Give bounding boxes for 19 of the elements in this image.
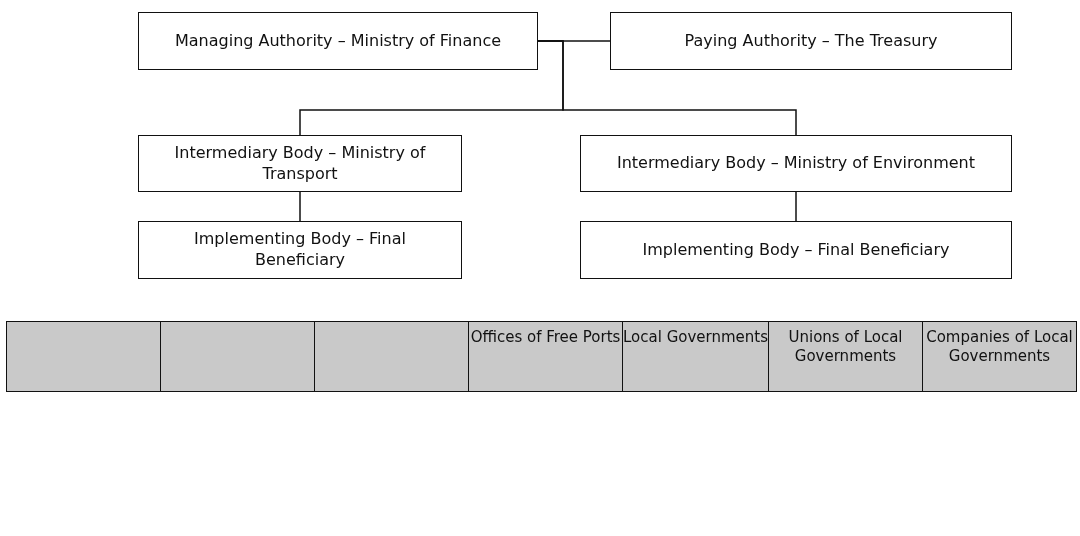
connector-line — [795, 191, 797, 222]
box-text: Intermediary Body – Ministry of Transport — [173, 142, 427, 185]
org-box — [138, 12, 538, 70]
box-text: Paying Authority – The Treasury — [683, 30, 939, 52]
connector-line — [537, 40, 797, 136]
box-text: Intermediary Body – Ministry of Environment — [615, 153, 977, 174]
org-box — [138, 221, 462, 279]
box-text: Implementing Body – Final Beneficiary — [641, 239, 951, 261]
org-box — [138, 135, 462, 192]
org-box — [610, 12, 1012, 70]
table-cell: Local Governments — [622, 321, 769, 392]
box-text: Implementing Body – Final Beneficiary — [193, 229, 407, 271]
connector-line — [299, 191, 301, 222]
table-cell: Companies of Local Governments — [922, 321, 1077, 392]
table-cell: Offices of Free Ports — [468, 321, 623, 392]
table-cell: Unions of Local Governments — [768, 321, 923, 392]
box-text: Managing Authority – Ministry of Finance — [173, 30, 503, 52]
org-box — [580, 135, 1012, 192]
org-box — [580, 221, 1012, 279]
